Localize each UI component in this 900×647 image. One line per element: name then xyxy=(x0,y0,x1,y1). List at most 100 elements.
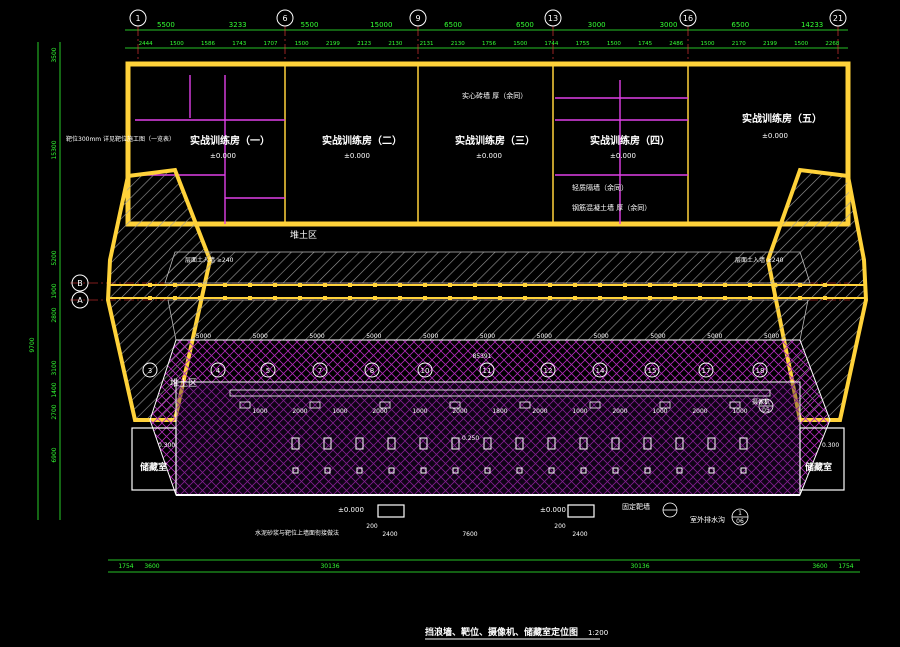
target-base-9 xyxy=(580,467,587,474)
target-6 xyxy=(483,437,492,450)
band-node-top-6 xyxy=(298,283,302,287)
axis-bubble-14: 14 xyxy=(592,362,608,378)
target-9 xyxy=(579,437,588,450)
dim-top2-11: 1756 xyxy=(482,41,496,47)
bottom-elev-2: ±0.000 xyxy=(540,506,566,514)
wall-note-a: 实心砖墙 厚（余同） xyxy=(462,91,527,100)
bottom-detail-dims: 200 2400 7600 200 2400 xyxy=(366,523,588,538)
room-elev-2: ±0.000 xyxy=(344,152,370,160)
band-node-top-9 xyxy=(373,283,377,287)
band-node-top-25 xyxy=(773,283,777,287)
drain-label: 室外排水沟 xyxy=(690,515,725,524)
axis-bubble-17: 17 xyxy=(698,362,714,378)
band-node-bot-11 xyxy=(423,296,427,300)
dim-bottom-3: 30136 xyxy=(320,563,339,570)
band-node-top-7 xyxy=(323,283,327,287)
dim-left-4: 2800 xyxy=(51,307,58,322)
dim-left-2: 5200 xyxy=(51,250,58,265)
band-node-bot-23 xyxy=(723,296,727,300)
detail-ref-text: 1 05 1 06 xyxy=(736,399,770,525)
dim-top1-2: 5500 xyxy=(301,21,319,29)
dim-left-5: 9700 xyxy=(29,337,36,352)
band-node-bot-7 xyxy=(323,296,327,300)
band-node-bot-22 xyxy=(698,296,702,300)
svg-text:7: 7 xyxy=(318,367,322,375)
target-base-3 xyxy=(388,467,395,474)
target-base-7 xyxy=(516,467,523,474)
svg-text:11: 11 xyxy=(483,367,492,375)
axis-bubble-18: 18 xyxy=(752,362,768,378)
svg-text:6: 6 xyxy=(282,14,287,23)
dim-top2-13: 1744 xyxy=(544,41,558,47)
dim-top1-7: 3000 xyxy=(660,21,678,29)
svg-text:B: B xyxy=(77,279,83,288)
dim-top2-20: 2199 xyxy=(763,41,777,47)
room-elevations: ±0.000 ±0.000 ±0.000 ±0.000 ±0.000 xyxy=(210,132,788,160)
target-12 xyxy=(675,437,684,450)
band-node-top-2 xyxy=(198,283,202,287)
band-node-bot-27 xyxy=(823,296,827,300)
band-node-top-4 xyxy=(248,283,252,287)
band-node-bot-26 xyxy=(798,296,802,300)
band-node-top-17 xyxy=(573,283,577,287)
range-total-dim: 85391 xyxy=(472,353,491,360)
band-node-top-8 xyxy=(348,283,352,287)
band-node-bot-1 xyxy=(173,296,177,300)
target-0 xyxy=(291,437,300,450)
target-base-2 xyxy=(356,467,363,474)
room-elev-4: ±0.000 xyxy=(610,152,636,160)
band-node-bot-14 xyxy=(498,296,502,300)
band-node-bot-19 xyxy=(623,296,627,300)
dim-bottom-5: 3600 xyxy=(812,563,827,570)
band-node-top-1 xyxy=(173,283,177,287)
svg-text:5: 5 xyxy=(266,367,270,375)
band-node-top-24 xyxy=(748,283,752,287)
camera-3 xyxy=(449,401,461,409)
dim-range-10: 5000 xyxy=(764,333,779,340)
wall-note-b: 轻质隔墙（余同） xyxy=(572,183,628,192)
dim-top2-16: 1745 xyxy=(638,41,652,47)
axis-band xyxy=(108,284,866,299)
store-room-left-label: 储藏室 xyxy=(140,461,167,473)
camera-6 xyxy=(659,401,671,409)
dim-top2-0: 2444 xyxy=(139,41,153,47)
left-note: 靶位300mm 详见靶位施工图（一览表） xyxy=(66,135,175,143)
dim-top2-7: 2123 xyxy=(357,41,371,47)
dim-left-0: 3500 xyxy=(51,47,58,62)
target-5 xyxy=(451,437,460,450)
axis-bubble-9: 9 xyxy=(409,9,427,27)
bottom-note: 水泥砂浆与靶位上墙面衔接做法 xyxy=(255,529,339,537)
axis-bubble-12: 12 xyxy=(540,362,556,378)
dim-detail-2: 2400 xyxy=(382,531,397,538)
svg-text:17: 17 xyxy=(702,367,711,375)
axis-bubble-8: 8 xyxy=(364,362,380,378)
ref-2: 05 xyxy=(762,407,770,414)
dim-target-8: 1000 xyxy=(572,408,587,415)
target-base-12 xyxy=(676,467,683,474)
camera-7 xyxy=(729,401,741,409)
dim-top2-1: 1500 xyxy=(170,41,184,47)
ref-4: 06 xyxy=(736,518,744,525)
target-8 xyxy=(547,437,556,450)
dim-range-9: 5000 xyxy=(707,333,722,340)
svg-text:12: 12 xyxy=(544,367,553,375)
dim-detail-4: 200 xyxy=(554,523,566,530)
store-mark-left: 0.300 xyxy=(158,442,175,449)
targets-layer xyxy=(148,283,827,474)
target-7 xyxy=(515,437,524,450)
band-node-top-21 xyxy=(673,283,677,287)
dim-bottom-6: 1754 xyxy=(838,563,853,570)
band-node-bot-6 xyxy=(298,296,302,300)
detail-refs xyxy=(662,398,774,526)
band-node-bot-18 xyxy=(598,296,602,300)
dim-bottom-1: 1754 xyxy=(118,563,133,570)
dim-range-4: 5000 xyxy=(423,333,438,340)
dim-top2-14: 1755 xyxy=(576,41,590,47)
dim-detail-1: 200 xyxy=(366,523,378,530)
store-rooms xyxy=(131,427,845,491)
axis-bubble-10: 10 xyxy=(417,362,433,378)
dim-range-8: 5000 xyxy=(650,333,665,340)
camera-5 xyxy=(589,401,601,409)
dim-left-6: 3100 xyxy=(51,360,58,375)
